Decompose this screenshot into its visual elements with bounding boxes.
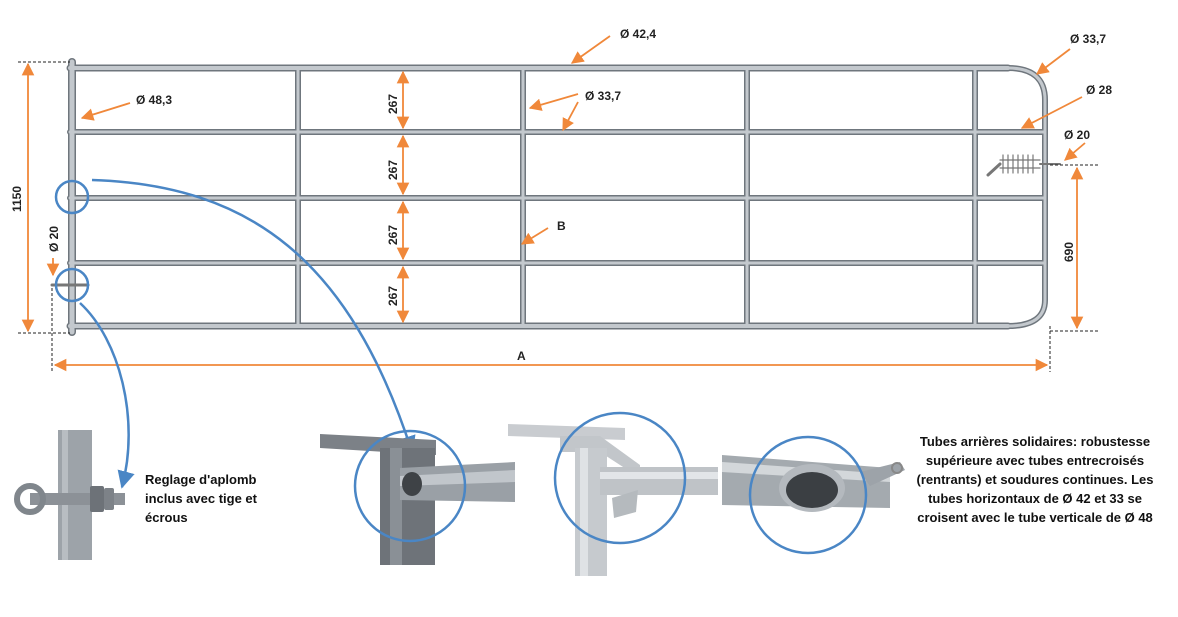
label-spacing-4: 267: [386, 286, 400, 306]
gate-frame: [50, 58, 1061, 336]
corner-detail-photo: [508, 411, 718, 576]
label-hinge-post: Ø 48,3: [136, 93, 172, 107]
dimension-labels: Ø 42,4 Ø 33,7 Ø 28 Ø 20 Ø 48,3 Ø 33,7 B …: [10, 27, 1112, 363]
label-latch-tube: Ø 28: [1086, 83, 1112, 97]
label-length: A: [517, 349, 526, 363]
caption-rear-tubes: Tubes arrières solidaires: robustesse su…: [916, 434, 1154, 525]
reference-lines: [18, 61, 1098, 372]
label-spacing-1: 267: [386, 94, 400, 114]
caption-plumb-adjustment: Reglage d'aplomb inclus avec tige et écr…: [145, 472, 257, 525]
label-spacing-2: 267: [386, 160, 400, 180]
label-height: 1150: [10, 186, 24, 212]
weld-detail-photo: [320, 429, 515, 565]
latch-mechanism: [986, 154, 1061, 177]
label-stay: B: [557, 219, 566, 233]
label-mid-rail: Ø 33,7: [585, 89, 621, 103]
label-end-tube: Ø 33,7: [1070, 32, 1106, 46]
tube-end-photo: [722, 435, 905, 555]
label-top-rail: Ø 42,4: [620, 27, 656, 41]
hinge-adjust-photo: [14, 430, 125, 560]
detail-callouts: [54, 178, 416, 489]
label-latch-pin: Ø 20: [1064, 128, 1090, 142]
label-latch-height: 690: [1062, 242, 1076, 262]
dimension-arrows: [21, 35, 1086, 372]
label-spacing-3: 267: [386, 225, 400, 245]
label-bolt: Ø 20: [47, 226, 61, 252]
